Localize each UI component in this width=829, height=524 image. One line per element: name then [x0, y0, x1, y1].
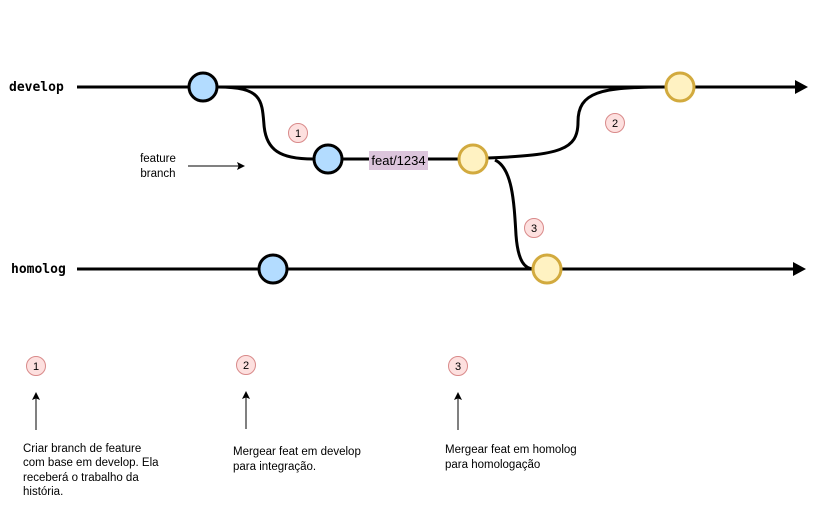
svg-text:2: 2: [612, 118, 618, 130]
legend-step-1-line-2: com base em develop. Ela: [23, 457, 159, 469]
svg-text:1: 1: [295, 128, 301, 140]
develop-merge-commit[interactable]: [664, 71, 696, 103]
legend-step-3: 3 Mergear feat em homolog para homologaç…: [445, 356, 577, 471]
homolog-branch-label: homolog: [11, 262, 66, 277]
step-badge-2: 2: [605, 113, 625, 133]
legend-step-3-line-2: para homologação: [445, 459, 540, 471]
legend-step-2-line-2: para integração.: [233, 461, 316, 473]
svg-text:3: 3: [531, 223, 537, 235]
feature-note-line-1: feature: [140, 153, 176, 165]
legend-step-1-line-1: Criar branch de feature: [23, 443, 141, 455]
legend-step-1-line-3: receberá o trabalho da: [23, 472, 139, 484]
homolog-arrowhead: [793, 262, 806, 276]
step-badge-1: 1: [288, 123, 308, 143]
feature-note-line-2: branch: [140, 168, 175, 180]
legend-step-3-line-1: Mergear feat em homolog: [445, 444, 577, 456]
legend-step-1-line-4: história.: [23, 486, 63, 498]
feature-branch-out-curve: [217, 85, 314, 161]
legend-step-2: 2 Mergear feat em develop para integraçã…: [233, 355, 361, 473]
homolog-commit[interactable]: [257, 253, 289, 285]
develop-branch-label: develop: [9, 80, 64, 95]
homolog-merge-commit[interactable]: [531, 253, 563, 285]
merge-to-develop-curve: [487, 85, 666, 160]
merge-to-homolog-curve: [494, 158, 535, 271]
develop-arrowhead: [795, 80, 808, 94]
feature-tag-background: [369, 151, 428, 170]
develop-base-commit[interactable]: [187, 71, 219, 103]
legend-step-1-number: 1: [33, 361, 39, 373]
legend-step-2-number: 2: [243, 360, 249, 372]
feature-last-commit[interactable]: [457, 143, 489, 175]
feature-tag: feat/1234: [371, 153, 425, 168]
legend-step-3-number: 3: [455, 361, 461, 373]
step-badge-3: 3: [524, 218, 544, 238]
feature-first-commit[interactable]: [312, 143, 344, 175]
legend-step-1: 1 Criar branch de feature com base em de…: [23, 356, 159, 498]
legend-step-2-line-1: Mergear feat em develop: [233, 446, 361, 458]
